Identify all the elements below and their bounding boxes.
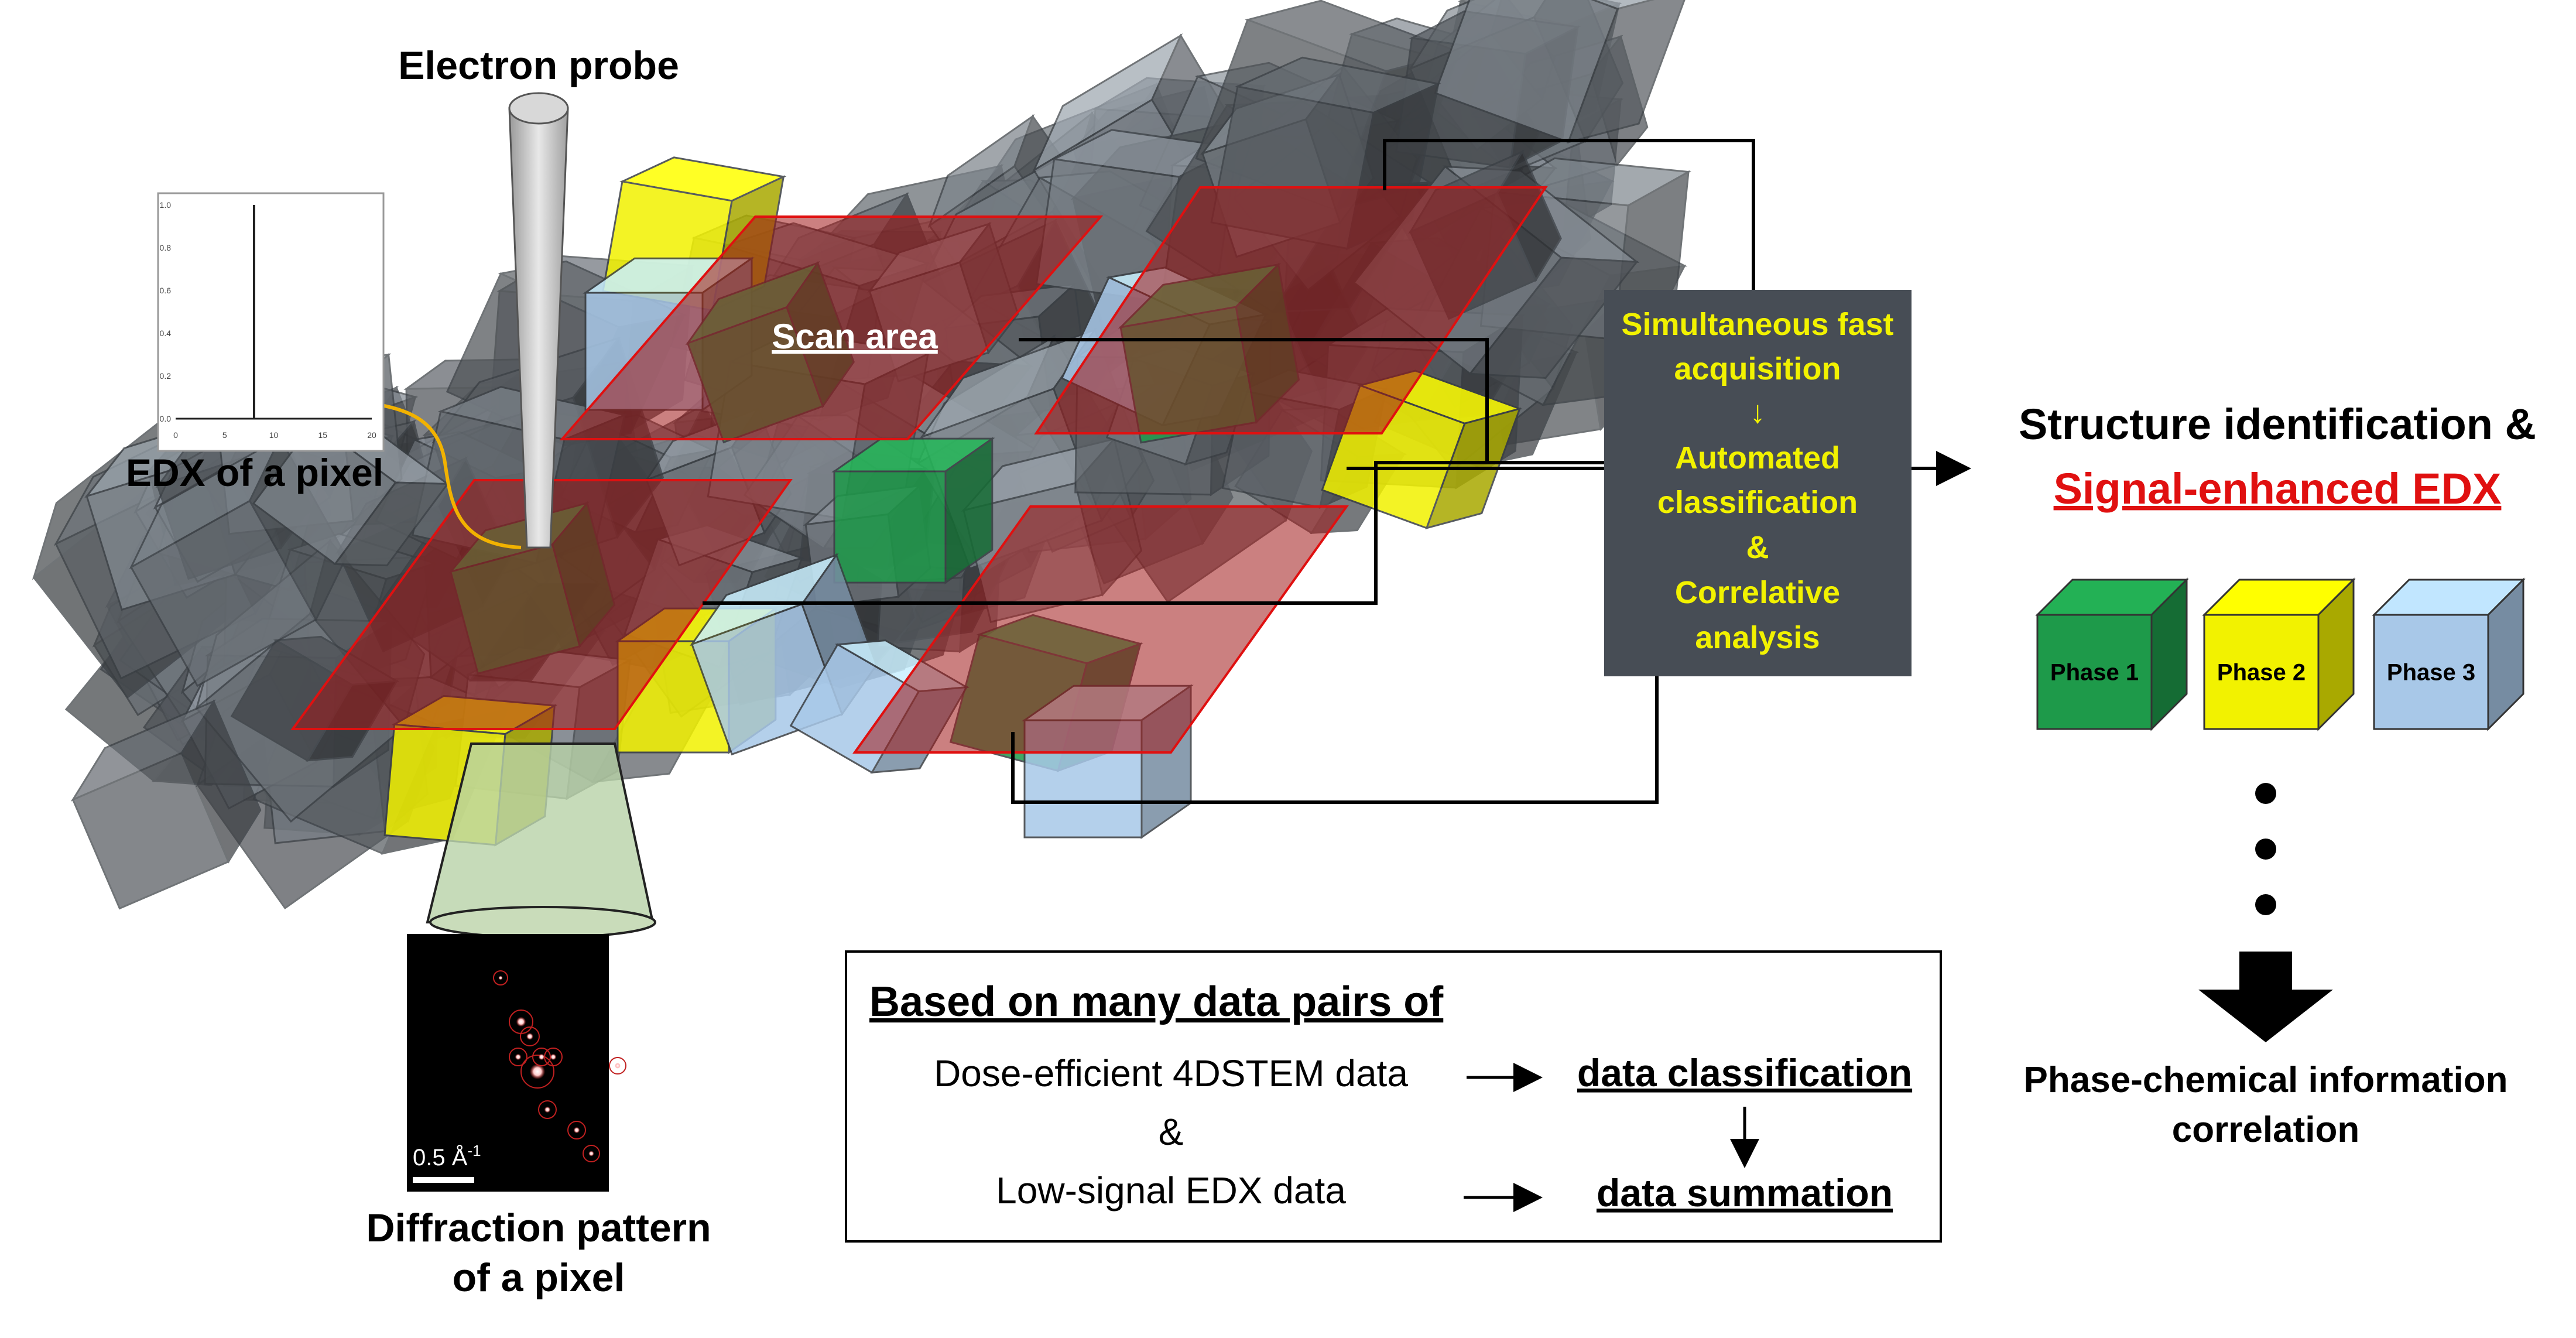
diffraction-spot-ring [544, 1048, 563, 1066]
phase-label: Phase 2 [2217, 660, 2306, 686]
edx-y-tick: 0.0 [160, 414, 172, 423]
scan-area-label: Scan area [772, 317, 938, 356]
output-title-2: Signal-enhanced EDX [2054, 464, 2502, 513]
scan-area-3 [290, 479, 793, 730]
diffraction-spot [526, 1033, 533, 1040]
process-line6: Correlative [1675, 575, 1840, 610]
diffraction-spot [615, 1063, 621, 1069]
crystal-phase-3 [831, 437, 995, 584]
process-box: Simultaneous fast acquisition ↓ Automate… [1604, 290, 1912, 676]
ellipsis-dots [2255, 783, 2276, 915]
diffraction-label-1: Diffraction pattern [366, 1206, 711, 1250]
info-title: Based on many data pairs of [869, 978, 1444, 1025]
connector-top [1383, 139, 1755, 296]
scan-area-4 [852, 505, 1349, 754]
diffraction-spot-ring [520, 1055, 554, 1089]
phase-cube-3: Phase 3 [2372, 577, 2526, 731]
info-row2-left: Low-signal EDX data [996, 1169, 1346, 1212]
edx-x-tick: 15 [318, 430, 327, 440]
edx-plot-frame [157, 192, 385, 452]
electron-probe-label: Electron probe [398, 43, 679, 88]
phase-cube-1: Phase 1 [2035, 577, 2189, 731]
diffraction-label-2: of a pixel [453, 1255, 625, 1300]
edx-plot: 1.0 0.8 0.6 0.4 0.2 0.00 5 10 15 20 [157, 192, 385, 452]
edx-y-tick: 0.2 [160, 371, 172, 381]
process-line4: classification [1657, 485, 1858, 520]
edx-y-tick: 1.0 [160, 200, 172, 210]
info-row2-right: data summation [1597, 1171, 1893, 1214]
edx-pixel-label: EDX of a pixel [126, 451, 383, 494]
diffraction-spot-ring [538, 1100, 557, 1119]
process-line3: Automated [1675, 440, 1840, 475]
diffraction-spot [529, 1063, 546, 1080]
info-row1-right: data classification [1577, 1051, 1912, 1094]
edx-y-tick: 0.4 [160, 328, 172, 338]
edx-y-tick: 0.6 [160, 286, 172, 295]
process-arrow: ↓ [1750, 395, 1766, 430]
diffraction-spot-ring [493, 970, 508, 985]
edx-x-tick: 5 [222, 430, 227, 440]
result-line-2: correlation [2172, 1110, 2359, 1150]
phase-label: Phase 3 [2387, 660, 2475, 686]
info-box: Based on many data pairs of Dose-efficie… [845, 950, 1942, 1243]
diffraction-spot [516, 1017, 526, 1027]
diffraction-spot-ring [583, 1145, 600, 1162]
edx-x-tick: 0 [173, 430, 178, 440]
diffraction-spot [538, 1053, 545, 1060]
diffraction-spot [498, 976, 503, 980]
edx-x-tick: 20 [367, 430, 376, 440]
info-row1-left: Dose-efficient 4DSTEM data [934, 1052, 1408, 1094]
connector-scan3 [703, 461, 1604, 605]
diffraction-spot [588, 1151, 594, 1156]
process-line1: Simultaneous fast [1621, 307, 1893, 342]
connector-bottom [1011, 673, 1659, 804]
diffraction-spot [573, 1127, 580, 1134]
diffraction-spot-ring [567, 1121, 586, 1139]
scan-area-2 [1034, 186, 1548, 434]
phase-label: Phase 1 [2050, 660, 2139, 686]
diffraction-spot [515, 1053, 522, 1060]
crystal-gray [1434, 0, 1691, 143]
diffraction-spot-ring [609, 1057, 626, 1074]
process-line7: analysis [1695, 620, 1820, 655]
diffraction-spot [550, 1053, 557, 1060]
scan-areas [290, 186, 1548, 754]
output-title-1: Structure identification & [2019, 400, 2536, 449]
electron-probe: Electron probe [398, 43, 679, 549]
info-amp: & [1159, 1111, 1184, 1153]
edx-y-tick: 0.8 [160, 243, 172, 252]
scale-bar-label: 0.5 Å-1 [413, 1142, 481, 1171]
crystal-gray [70, 699, 262, 910]
process-line2: acquisition [1674, 351, 1841, 386]
scan-area-1 [559, 215, 1104, 440]
process-line5: & [1746, 530, 1769, 565]
diffraction-pattern [407, 934, 626, 1192]
result-line-1: Phase-chemical information [2024, 1060, 2508, 1100]
down-arrow [2198, 952, 2333, 1042]
phase-cubes: Phase 1 Phase 2 Phase 3 [2035, 577, 2526, 731]
diffraction-spot [544, 1106, 551, 1113]
edx-x-tick: 10 [269, 430, 279, 440]
diffraction-spot-ring [520, 1026, 540, 1046]
phase-cube-2: Phase 2 [2202, 577, 2356, 731]
diffraction-spot-ring [509, 1048, 527, 1066]
